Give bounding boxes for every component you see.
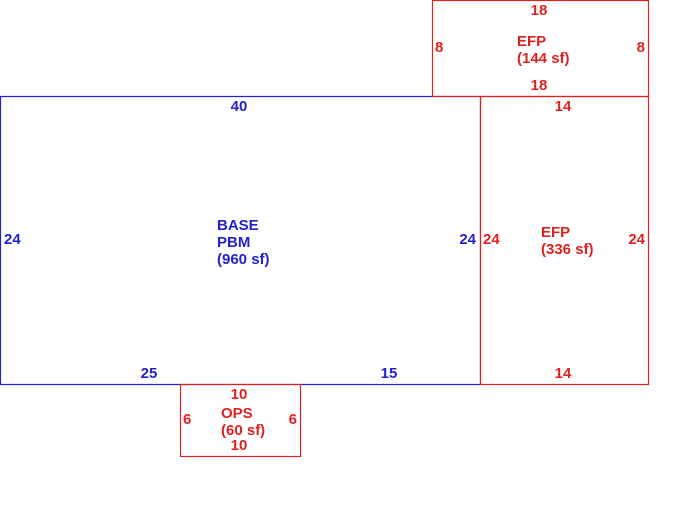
ops-area: 10 10 6 6 OPS (60 sf) — [179, 383, 302, 458]
efp-side-label-size: (336 sf) — [541, 241, 594, 258]
base-dim-top: 40 — [231, 98, 248, 115]
efp-top-dim-bottom: 18 — [531, 77, 548, 94]
base-area: 40 24 24 25 15 BASE PBM (960 sf) — [0, 95, 482, 386]
efp-side-outline — [479, 95, 650, 386]
ops-dim-top: 10 — [231, 386, 248, 403]
ops-dim-bottom: 10 — [231, 437, 248, 454]
efp-top-dim-left: 8 — [435, 39, 443, 56]
efp-top-dim-right: 8 — [637, 39, 645, 56]
efp-side-dim-bottom: 14 — [555, 365, 572, 382]
ops-outline — [179, 383, 302, 458]
efp-side-label-type: EFP — [541, 224, 570, 241]
base-label-size: (960 sf) — [217, 251, 270, 268]
efp-side-area: 14 14 24 24 EFP (336 sf) — [479, 95, 650, 386]
ops-dim-right: 6 — [289, 411, 297, 428]
efp-side-dim-top: 14 — [555, 98, 572, 115]
base-label-code: BASE — [217, 217, 259, 234]
base-dim-left: 24 — [4, 231, 21, 248]
base-dim-right: 24 — [459, 231, 476, 248]
ops-label-size: (60 sf) — [221, 422, 265, 439]
base-dim-bottom-right: 15 — [381, 365, 398, 382]
efp-side-dim-right: 24 — [628, 231, 645, 248]
ops-dim-left: 6 — [183, 411, 191, 428]
efp-top-dim-top: 18 — [531, 2, 548, 19]
efp-side-dim-left: 24 — [483, 231, 500, 248]
ops-label-type: OPS — [221, 405, 253, 422]
efp-top-label-type: EFP — [517, 33, 546, 50]
base-label-type: PBM — [217, 234, 250, 251]
efp-top-area: 18 18 8 8 EFP (144 sf) — [431, 0, 650, 98]
efp-top-label-size: (144 sf) — [517, 50, 570, 67]
base-dim-bottom-left: 25 — [141, 365, 158, 382]
